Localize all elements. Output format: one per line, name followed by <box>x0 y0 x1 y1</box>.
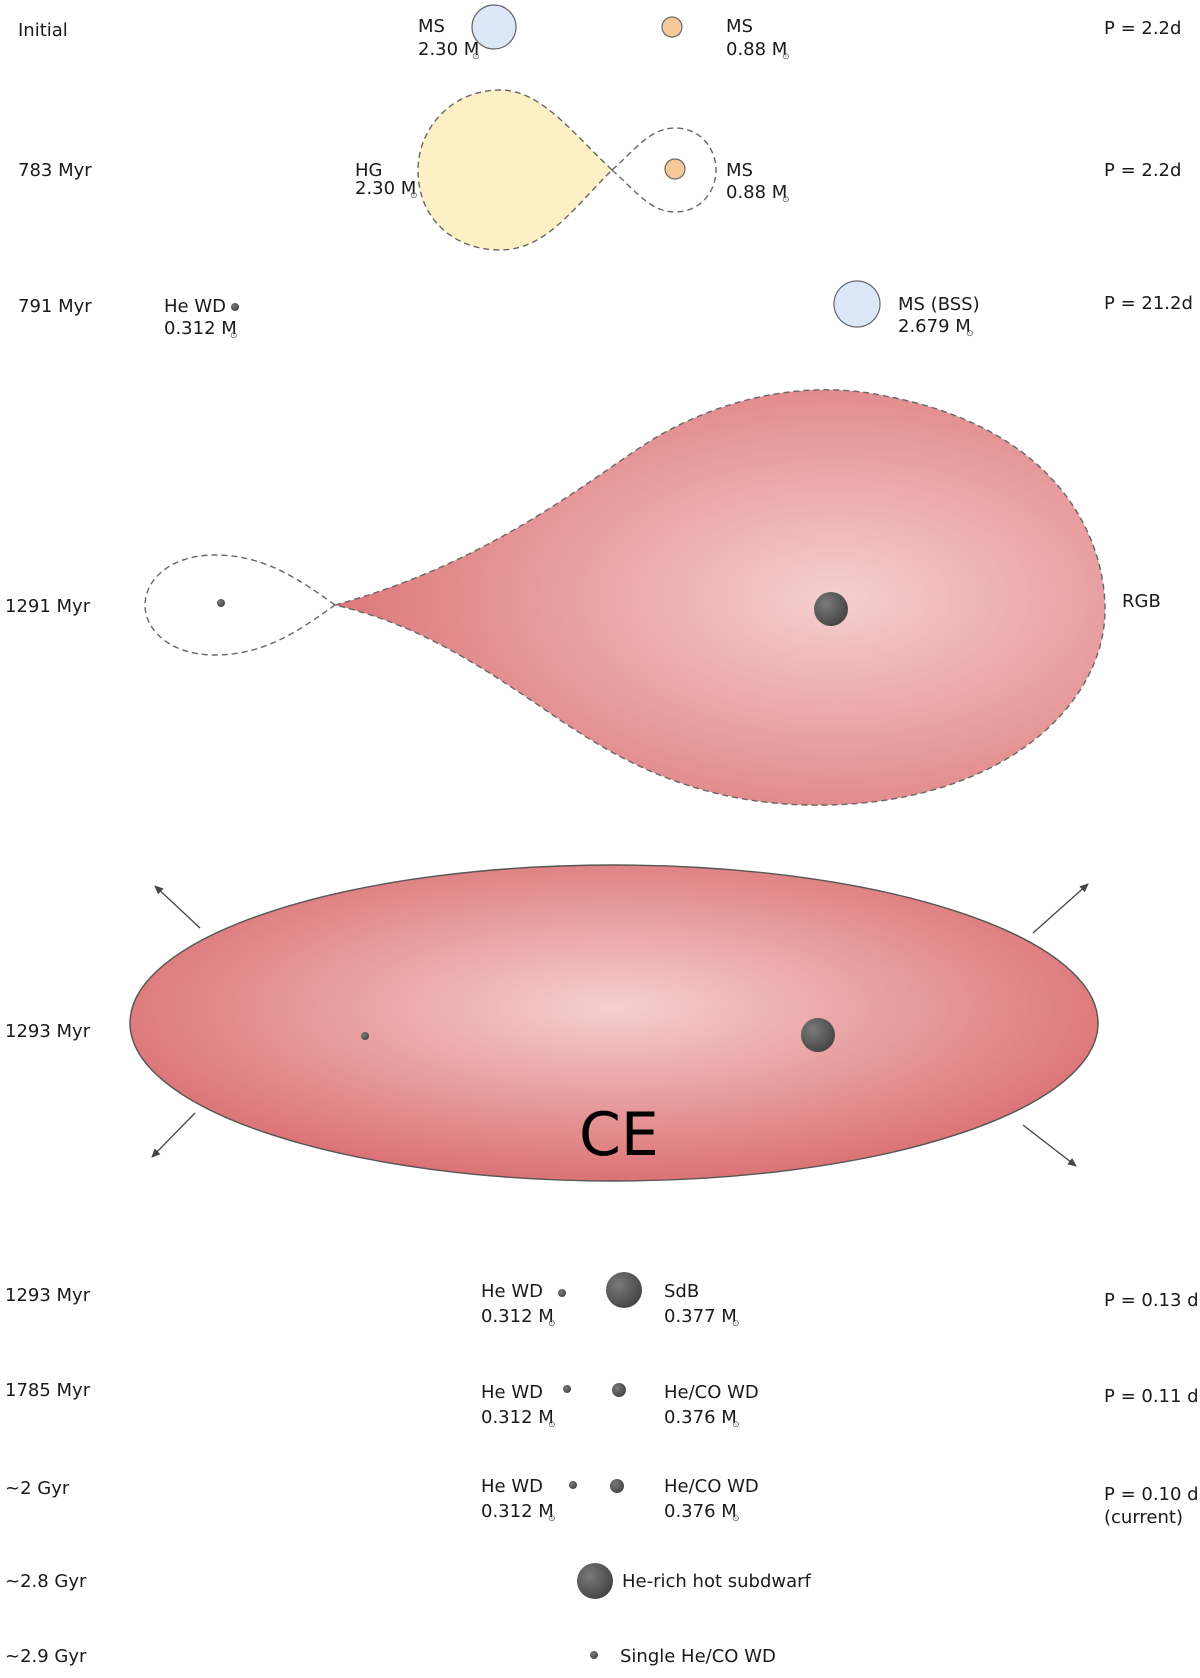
period-note: (current) <box>1104 1507 1183 1528</box>
sdb-star <box>606 1272 642 1308</box>
row-time-1293: 1293 Myr <box>5 1285 91 1306</box>
common-envelope-label: CE <box>579 1100 659 1170</box>
solar-mass-symbol: ⊙ <box>732 1420 740 1430</box>
he-wd-star <box>231 303 239 311</box>
he-co-wd-star <box>612 1383 626 1397</box>
star2-mass: 2.679 M <box>898 316 971 337</box>
orbital-period: P = 21.2d <box>1104 293 1193 314</box>
ms-star-primary <box>471 4 517 50</box>
he-co-wd-star <box>610 1479 624 1493</box>
row-time-2-8gyr: ~2.8 Gyr <box>5 1571 87 1592</box>
outflow-arrow <box>151 1112 196 1158</box>
orbital-period: P = 2.2d <box>1104 160 1181 181</box>
star1-type: He WD <box>164 296 226 317</box>
star2-type: MS (BSS) <box>898 294 980 315</box>
solar-mass-symbol: ⊙ <box>548 1420 556 1430</box>
orbital-period: P = 2.2d <box>1104 18 1181 39</box>
common-envelope <box>129 864 1099 1182</box>
ms-star-secondary <box>661 16 683 38</box>
star2-mass: 0.88 M <box>726 182 787 203</box>
giant-label: RGB <box>1122 591 1161 612</box>
star2-mass: 0.376 M <box>664 1407 737 1428</box>
star1-mass: 0.312 M <box>164 318 237 339</box>
solar-mass-symbol: ⊙ <box>732 1514 740 1524</box>
outflow-arrow <box>154 885 201 929</box>
solar-mass-symbol: ⊙ <box>732 1319 740 1329</box>
giant-core <box>801 1018 835 1052</box>
he-wd-star <box>569 1481 577 1489</box>
he-wd-star <box>558 1289 566 1297</box>
star1-type: He WD <box>481 1281 543 1302</box>
outflow-arrow <box>1032 883 1089 934</box>
star2-type: MS <box>726 16 753 37</box>
orbital-period: P = 0.11 d <box>1104 1386 1199 1407</box>
star1-type: MS <box>418 16 445 37</box>
solar-mass-symbol: ⊙ <box>548 1319 556 1329</box>
solar-mass-symbol: ⊙ <box>782 195 790 205</box>
hot-subdwarf-star <box>577 1563 613 1599</box>
orbital-period: P = 0.13 d <box>1104 1290 1199 1311</box>
blue-straggler-star <box>833 280 881 328</box>
roche-lobe-companion <box>610 127 717 213</box>
row-time-1293-ce: 1293 Myr <box>5 1021 91 1042</box>
red-giant-envelope <box>334 389 1106 806</box>
orbital-period: P = 0.10 d <box>1104 1484 1199 1505</box>
he-wd-star <box>563 1385 571 1393</box>
row-time-791: 791 Myr <box>18 296 92 317</box>
star1-type: HG <box>355 160 382 181</box>
row-time-783: 783 Myr <box>18 160 92 181</box>
star1-mass: 0.312 M <box>481 1407 554 1428</box>
star2-mass: 0.376 M <box>664 1501 737 1522</box>
solar-mass-symbol: ⊙ <box>410 191 418 201</box>
solar-mass-symbol: ⊙ <box>782 52 790 62</box>
star2-mass: 0.88 M <box>726 39 787 60</box>
star2-type: He/CO WD <box>664 1382 759 1403</box>
star2-mass: 0.377 M <box>664 1306 737 1327</box>
row-time-2-9gyr: ~2.9 Gyr <box>5 1646 87 1667</box>
he-wd-star <box>361 1032 369 1040</box>
star1-mass: 0.312 M <box>481 1501 554 1522</box>
star1-type: He WD <box>481 1382 543 1403</box>
star1-type: He WD <box>481 1476 543 1497</box>
he-wd-star <box>217 599 225 607</box>
star2-type: He/CO WD <box>664 1476 759 1497</box>
star1-mass: 2.30 M <box>355 178 416 199</box>
single-wd-star <box>590 1651 598 1659</box>
solar-mass-symbol: ⊙ <box>548 1514 556 1524</box>
solar-mass-symbol: ⊙ <box>472 52 480 62</box>
star1-mass: 2.30 M <box>418 39 479 60</box>
hot-subdwarf-label: He-rich hot subdwarf <box>622 1571 812 1592</box>
star1-mass: 0.312 M <box>481 1306 554 1327</box>
star2-type: MS <box>726 160 753 181</box>
row-time-1291: 1291 Myr <box>5 596 91 617</box>
row-time-1785: 1785 Myr <box>5 1380 91 1401</box>
giant-core <box>814 592 848 626</box>
ms-star-secondary <box>664 158 686 180</box>
roche-lobe-companion <box>144 554 337 656</box>
single-wd-label: Single He/CO WD <box>620 1646 776 1667</box>
solar-mass-symbol: ⊙ <box>230 331 238 341</box>
row-time-initial: Initial <box>18 20 68 41</box>
solar-mass-symbol: ⊙ <box>966 329 974 339</box>
outflow-arrow <box>1022 1124 1077 1167</box>
roche-lobe-filled <box>417 89 614 251</box>
star2-type: SdB <box>664 1281 699 1302</box>
row-time-2gyr: ~2 Gyr <box>5 1478 70 1499</box>
